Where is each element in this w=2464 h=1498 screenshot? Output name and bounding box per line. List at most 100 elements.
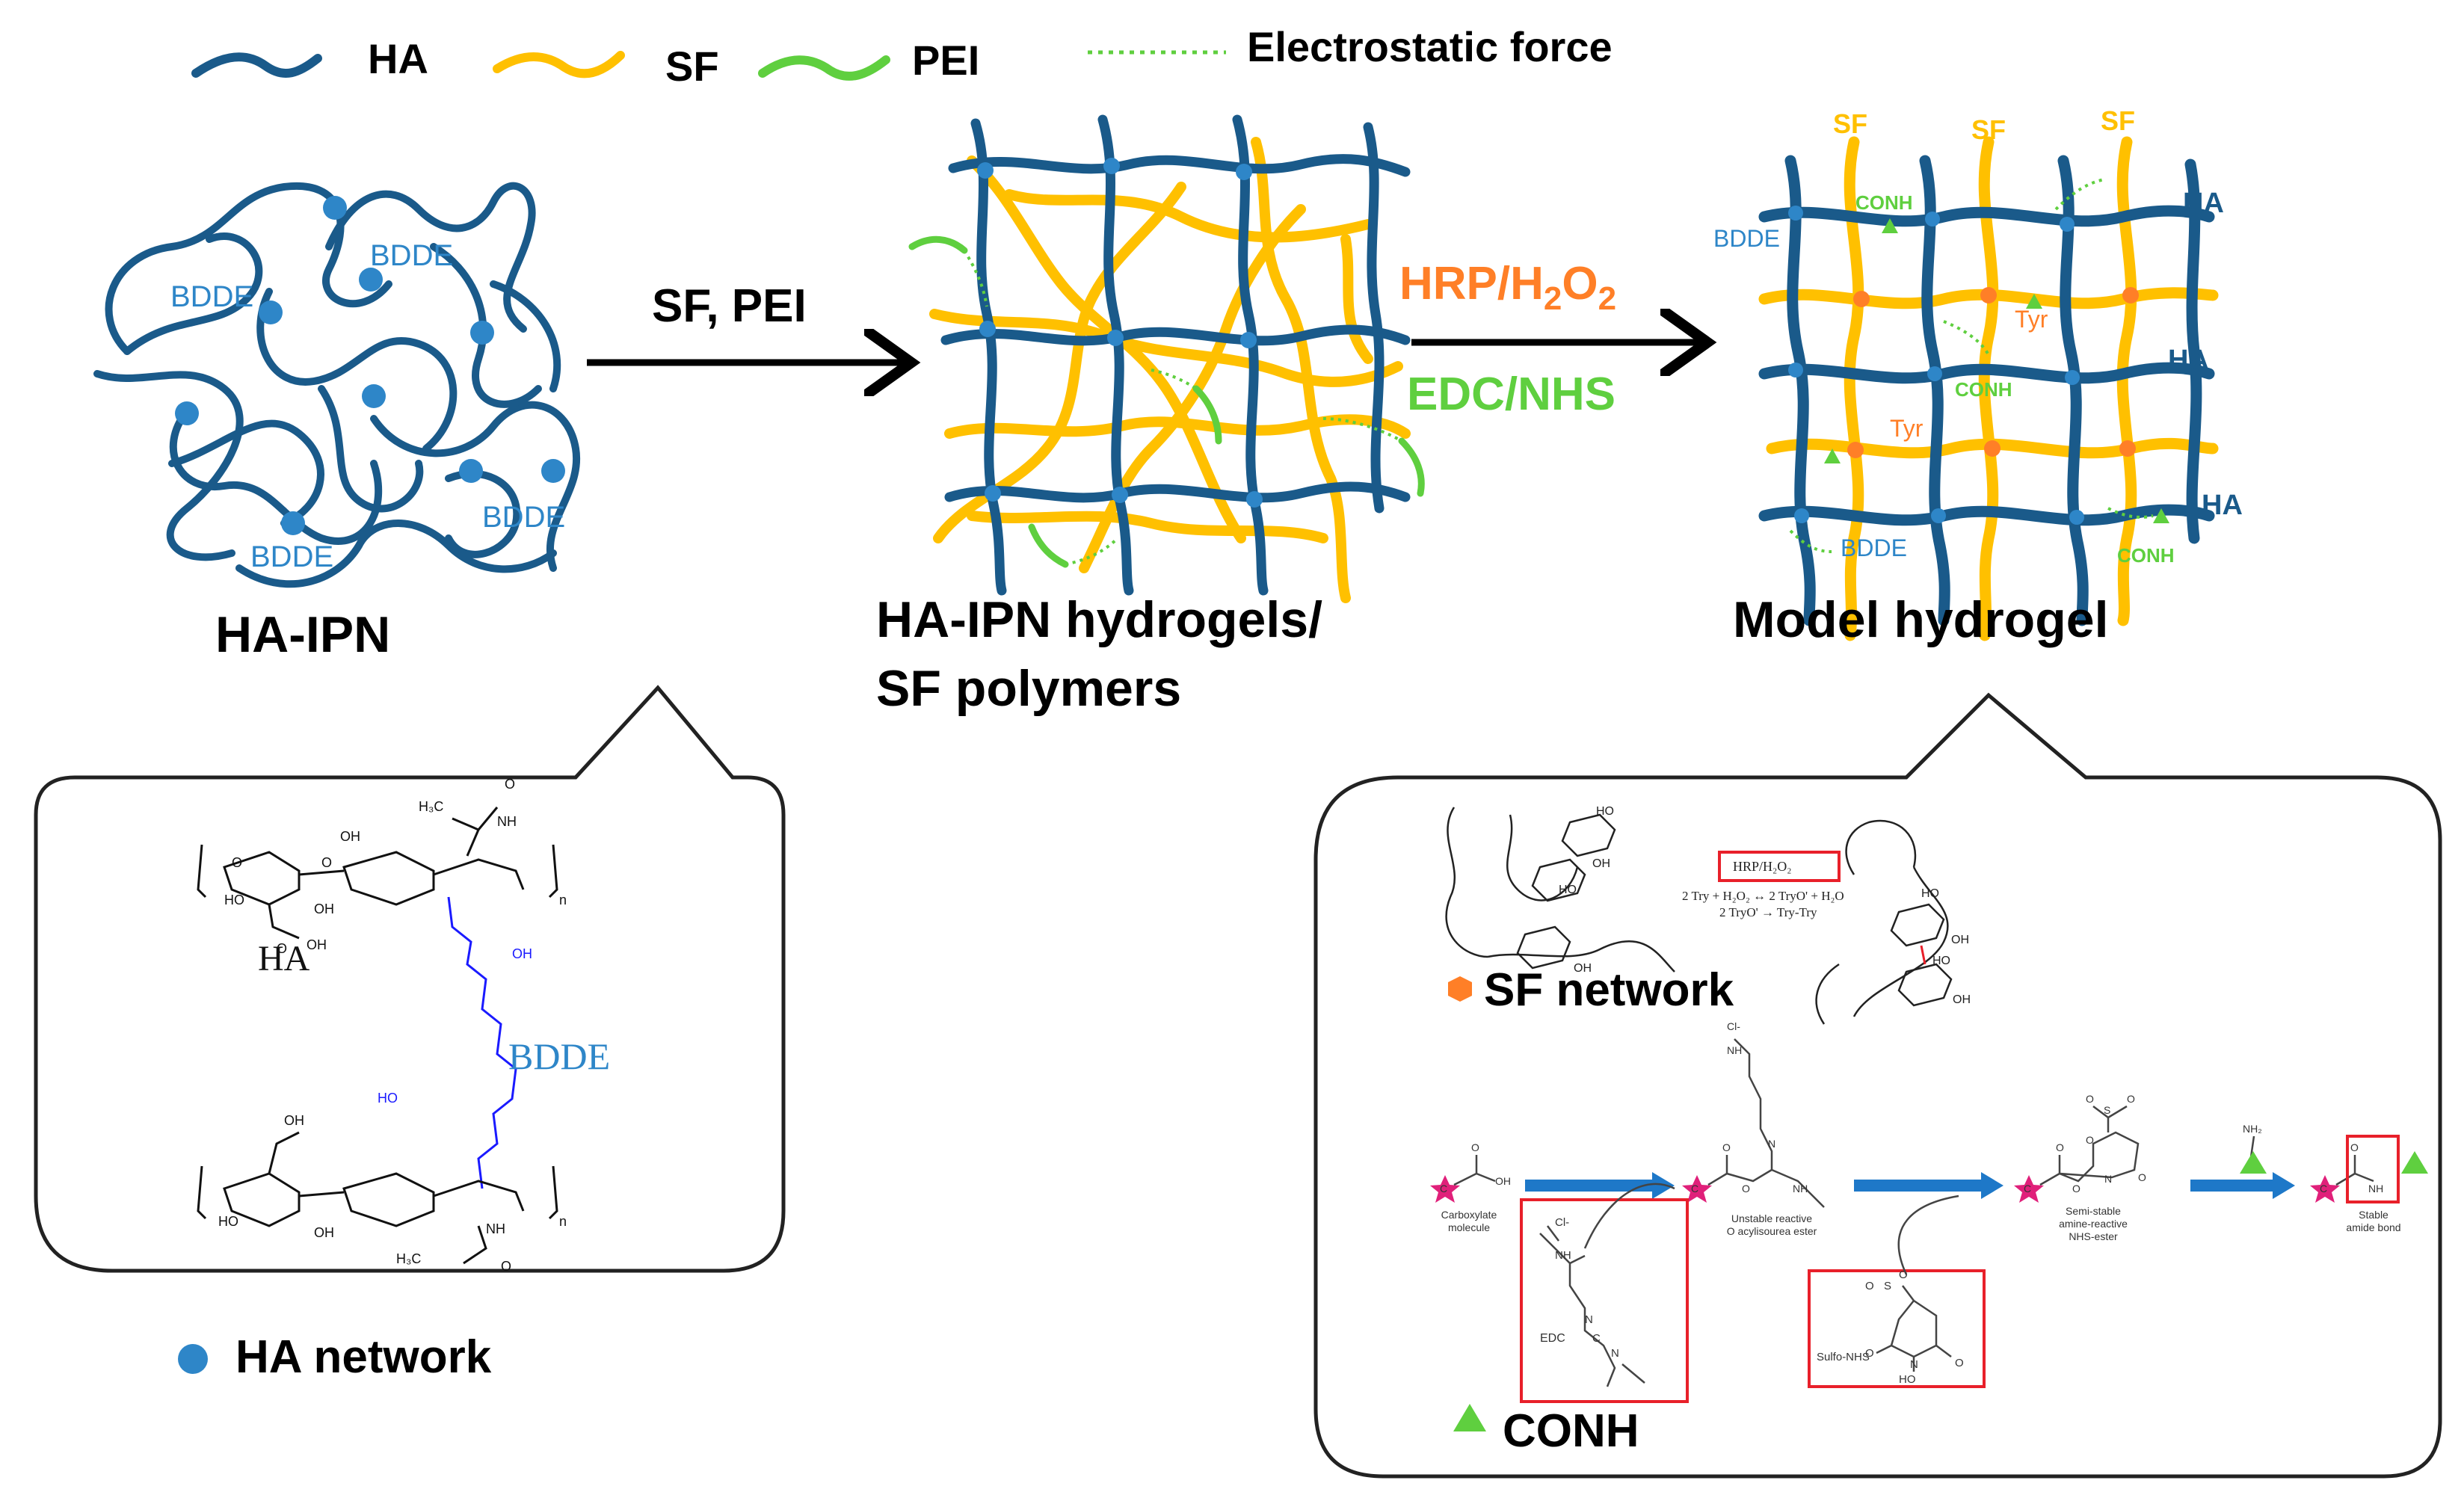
ha-struct-o: O: [501, 1259, 511, 1274]
sulfo-o: O: [1865, 1347, 1874, 1360]
ha-ipn-bdde-label: BDDE: [370, 239, 453, 272]
edc-nhs-scheme: O OH C C O O N Cl- NH NH C O O N O O S O…: [1430, 1020, 2428, 1403]
carboxylate-oh: OH: [1495, 1175, 1511, 1187]
model-tyr-label: Tyr: [2015, 306, 2048, 333]
tyr-ho: HO: [1932, 955, 1950, 967]
acyl-nh: NH: [1793, 1183, 1808, 1195]
tyr-ho: HO: [1559, 884, 1577, 896]
nhs-o: O: [2056, 1141, 2064, 1153]
ha-struct-h3c: H₃C: [396, 1251, 421, 1266]
ha-network-caption: HA network: [235, 1331, 492, 1383]
model-bdde-label: BDDE: [1841, 534, 1907, 561]
amine-nh2: NH₂: [2243, 1123, 2262, 1135]
acyl-cl: Cl-: [1727, 1020, 1740, 1032]
sulfo-s: S: [1884, 1280, 1891, 1292]
edc-red-box: [1520, 1198, 1689, 1403]
amide-o: O: [2350, 1141, 2359, 1153]
ha-struct-o: O: [232, 855, 242, 870]
amide-star: [2310, 1175, 2340, 1203]
ha-bdde-structure: [197, 807, 558, 1265]
ha-struct-o: O: [277, 941, 287, 956]
sulfo-ho: HO: [1899, 1373, 1916, 1386]
sulfo-nhs-label: Sulfo-NHS: [1817, 1351, 1870, 1363]
hrp-box-text: HRP/H₂O₂: [1733, 859, 1792, 874]
amine-triangle: [2240, 1151, 2267, 1174]
bdde-struct-ho: HO: [378, 1091, 398, 1106]
tyr-equation-1: 2 Try + H₂O₂ ↔ 2 TryO' + H₂O: [1682, 889, 1844, 903]
conh-legend-triangle: [1453, 1404, 1486, 1431]
sulfo-nhs-red-box: [1808, 1269, 1986, 1388]
acyl-o: O: [1742, 1183, 1750, 1195]
scheme-arrow-2: [1854, 1172, 2003, 1199]
legend-sf-swatch: [493, 51, 625, 78]
ha-ipn-crosslink-nodes: [175, 196, 565, 535]
ha-ipn-bdde-label: BDDE: [482, 501, 565, 534]
arrow-1-label: SF, PEI: [652, 280, 807, 332]
model-ha-label: HA: [2183, 188, 2224, 219]
acyl-o: O: [1722, 1141, 1731, 1153]
sulfo-curve: [1897, 1195, 1959, 1275]
nhs-ester-star: [2014, 1175, 2044, 1203]
tyr-oh: OH: [1574, 962, 1592, 975]
edc-cl: Cl-: [1555, 1216, 1569, 1229]
legend-sf-label: SF: [665, 43, 719, 90]
legend: HA SF PEI Electrostatic force: [191, 23, 1613, 90]
ha-ipn-bdde-label: BDDE: [170, 280, 253, 313]
model-sf-label: SF: [1833, 108, 1867, 139]
nhs-c: C: [2024, 1183, 2031, 1195]
ha-struct-n: n: [559, 893, 567, 907]
sf-network-legend-hex: [1448, 976, 1472, 1002]
sulfo-o: O: [1899, 1269, 1908, 1281]
ha-struct-ho: HO: [224, 893, 244, 907]
ha-struct-n: n: [559, 1214, 567, 1229]
nhs-n: N: [2104, 1173, 2112, 1185]
acyl-c: C: [1691, 1183, 1698, 1195]
right-callout-bubble: [1313, 692, 2442, 1479]
tyr-ho: HO: [1596, 805, 1614, 818]
sulfo-o: O: [1955, 1357, 1964, 1369]
nhs-o: O: [2127, 1093, 2135, 1105]
panel2-title-line2: SF polymers: [876, 660, 1181, 717]
model-sf-label: SF: [2101, 105, 2135, 136]
model-hydrogel-title: Model hydrogel: [1733, 591, 2108, 648]
arrow-2-label-top: HRP/H2O2: [1399, 258, 1616, 317]
nhs-o: O: [2086, 1134, 2094, 1146]
tyr-oh: OH: [1953, 993, 1971, 1006]
legend-pei-swatch: [758, 55, 890, 81]
model-bdde-label: BDDE: [1713, 225, 1780, 252]
ha-struct-oh: OH: [314, 1225, 334, 1240]
edc-curve: [1583, 1183, 1675, 1249]
ha-ipn-tangle: BDDE BDDE BDDE BDDE: [93, 182, 581, 588]
sf-network-caption: SF network: [1484, 964, 1734, 1016]
legend-ha-swatch: [191, 52, 322, 78]
ha-struct-oh: OH: [314, 901, 334, 916]
amide-c: C: [2320, 1183, 2327, 1195]
ha-struct-o: O: [505, 777, 515, 792]
nhs-s: S: [2104, 1104, 2110, 1116]
amide-red-box: [2346, 1135, 2400, 1203]
amide-triangle: [2401, 1151, 2428, 1174]
scheme-arrow-1: [1525, 1172, 1675, 1199]
tyr-oh: OH: [1951, 934, 1969, 946]
conh-caption: CONH: [1503, 1405, 1639, 1457]
legend-ha-label: HA: [368, 35, 428, 82]
nhs-o: O: [2072, 1183, 2080, 1195]
model-conh-label: CONH: [1855, 191, 1913, 214]
ha-ipn-bdde-label: BDDE: [250, 540, 333, 573]
bdde-struct-oh: OH: [512, 946, 532, 961]
ha-struct-label: HA: [258, 939, 310, 978]
panel2-title-line1: HA-IPN hydrogels/: [876, 591, 1322, 648]
edc-c: C: [1592, 1332, 1601, 1345]
amide-n: NH: [2368, 1183, 2383, 1195]
ha-struct-ho: HO: [218, 1214, 238, 1229]
model-ha-label: HA: [2168, 345, 2209, 376]
model-hydrogel-network: SF SF SF HA HA HA BDDE BDDE CONH CONH CO…: [1713, 105, 2243, 641]
legend-electrostatic-label: Electrostatic force: [1247, 23, 1613, 70]
carboxylate-c: C: [1440, 1183, 1447, 1195]
ha-ipn-sf-network: [908, 114, 1425, 603]
ha-struct-oh: OH: [284, 1113, 304, 1128]
ha-struct-oh: OH: [340, 829, 360, 844]
